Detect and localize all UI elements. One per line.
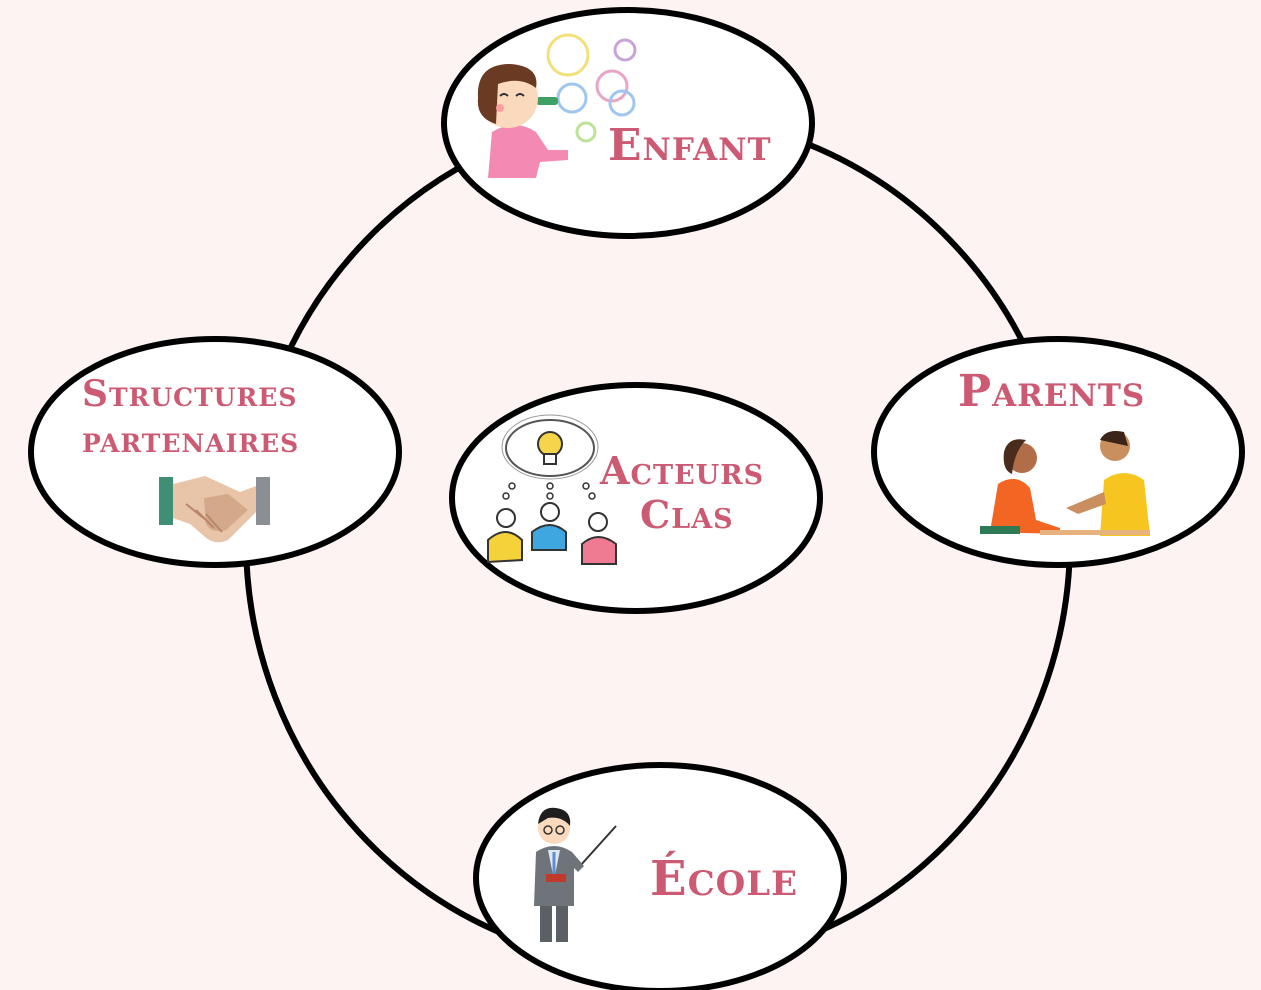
node-structures-label-line1: Structures bbox=[82, 373, 297, 415]
node-ecole: École bbox=[473, 762, 847, 990]
node-enfant: Enfant bbox=[441, 7, 815, 239]
node-parents-ellipse bbox=[871, 336, 1245, 568]
team-idea-bulb-icon bbox=[487, 414, 617, 565]
handshake-icon bbox=[159, 476, 270, 543]
node-enfant-ellipse bbox=[441, 7, 815, 239]
two-people-talking-icon bbox=[980, 431, 1150, 536]
child-blowing-bubbles-icon bbox=[477, 33, 637, 178]
node-structures-ellipse bbox=[28, 336, 402, 568]
teacher-with-pointer-icon bbox=[534, 807, 617, 942]
node-structures: Structures partenaires bbox=[28, 336, 402, 568]
node-parents-label: Parents bbox=[958, 366, 1145, 417]
node-structures-label-line2: partenaires bbox=[82, 419, 299, 461]
node-ecole-label: École bbox=[650, 850, 798, 907]
node-acteurs-label-line2: Clas bbox=[640, 492, 734, 537]
node-acteurs-label-line1: Acteurs bbox=[599, 448, 764, 493]
node-enfant-label: Enfant bbox=[608, 120, 772, 171]
node-parents: Parents bbox=[871, 336, 1245, 568]
node-acteurs: Acteurs Clas bbox=[449, 382, 823, 614]
